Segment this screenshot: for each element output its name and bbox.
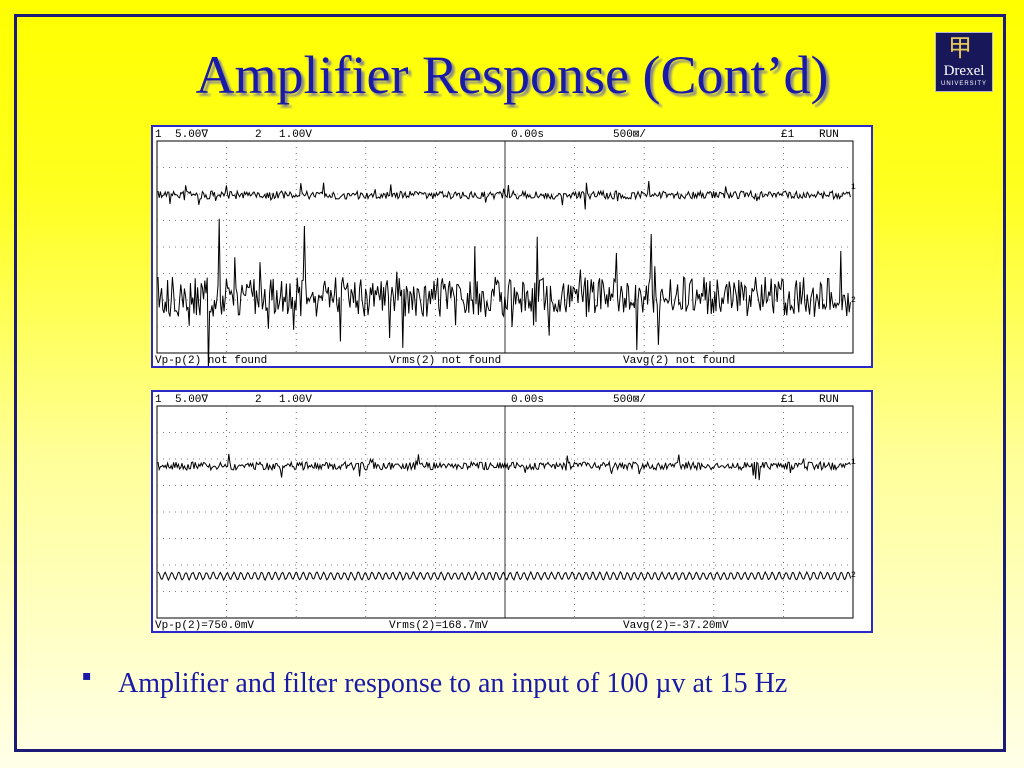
oscilloscope-screen-top: 1 5.00∇ 2 1.00V 0.00s 500⊠/ £1 RUN 1 2 V… (151, 125, 873, 368)
graticule (156, 405, 854, 619)
channel-1-trace (157, 453, 851, 481)
run-status: RUN (819, 394, 839, 406)
scope-display: 1 5.00∇ 2 1.00V 0.00s 500⊠/ £1 RUN 1 2 V… (155, 129, 856, 366)
ch2-scale: 1.00V (279, 394, 312, 406)
vrms-readout: Vrms(2)=168.7mV (389, 620, 488, 631)
time-scale: 500⊠/ (613, 394, 646, 406)
time-offset: 0.00s (511, 394, 544, 406)
oscilloscope-screen-bottom: 1 5.00∇ 2 1.00V 0.00s 500⊠/ £1 RUN 1 2 V… (151, 390, 873, 633)
channel-2-trace (157, 570, 852, 582)
vavg-readout: Vavg(2)=-37.20mV (623, 620, 729, 631)
bullet-icon: ▪ (82, 668, 92, 684)
channel-1-trace (157, 181, 851, 210)
ch2-marker: 2 (851, 571, 856, 580)
graticule (156, 140, 854, 354)
slide-title: Amplifier Response (Cont’d) (195, 45, 829, 105)
logo-subtitle: UNIVERSITY (940, 81, 987, 87)
ch2-marker: 2 (851, 296, 856, 305)
ch2-scale: 1.00V (279, 129, 312, 141)
run-status: RUN (819, 129, 839, 141)
ch1-scale: 5.00∇ (175, 394, 208, 406)
vavg-readout: Vavg(2) not found (623, 355, 735, 366)
vrms-readout: Vrms(2) not found (389, 355, 501, 366)
ch1-marker: 1 (851, 458, 856, 467)
ch2-label: 2 (255, 394, 262, 406)
trigger-source: £1 (781, 394, 795, 406)
ch1-scale: 5.00∇ (175, 129, 208, 141)
dragon-icon: 甲 (948, 36, 972, 62)
slide-border (14, 14, 1006, 752)
time-offset: 0.00s (511, 129, 544, 141)
drexel-logo: 甲 Drexel UNIVERSITY (935, 32, 993, 92)
vpp-readout: Vp-p(2)=750.0mV (155, 620, 254, 631)
trigger-source: £1 (781, 129, 795, 141)
time-scale: 500⊠/ (613, 129, 646, 141)
channel-2-trace (157, 218, 851, 366)
ch2-label: 2 (255, 129, 262, 141)
ch1-label: 1 (155, 129, 162, 141)
slide-caption: Amplifier and filter response to an inpu… (118, 668, 788, 699)
scope-display: 1 5.00∇ 2 1.00V 0.00s 500⊠/ £1 RUN 1 2 V… (155, 394, 856, 631)
ch1-label: 1 (155, 394, 162, 406)
logo-name: Drexel (943, 63, 985, 79)
vpp-readout: Vp-p(2) not found (155, 355, 267, 366)
ch1-marker: 1 (851, 183, 856, 192)
